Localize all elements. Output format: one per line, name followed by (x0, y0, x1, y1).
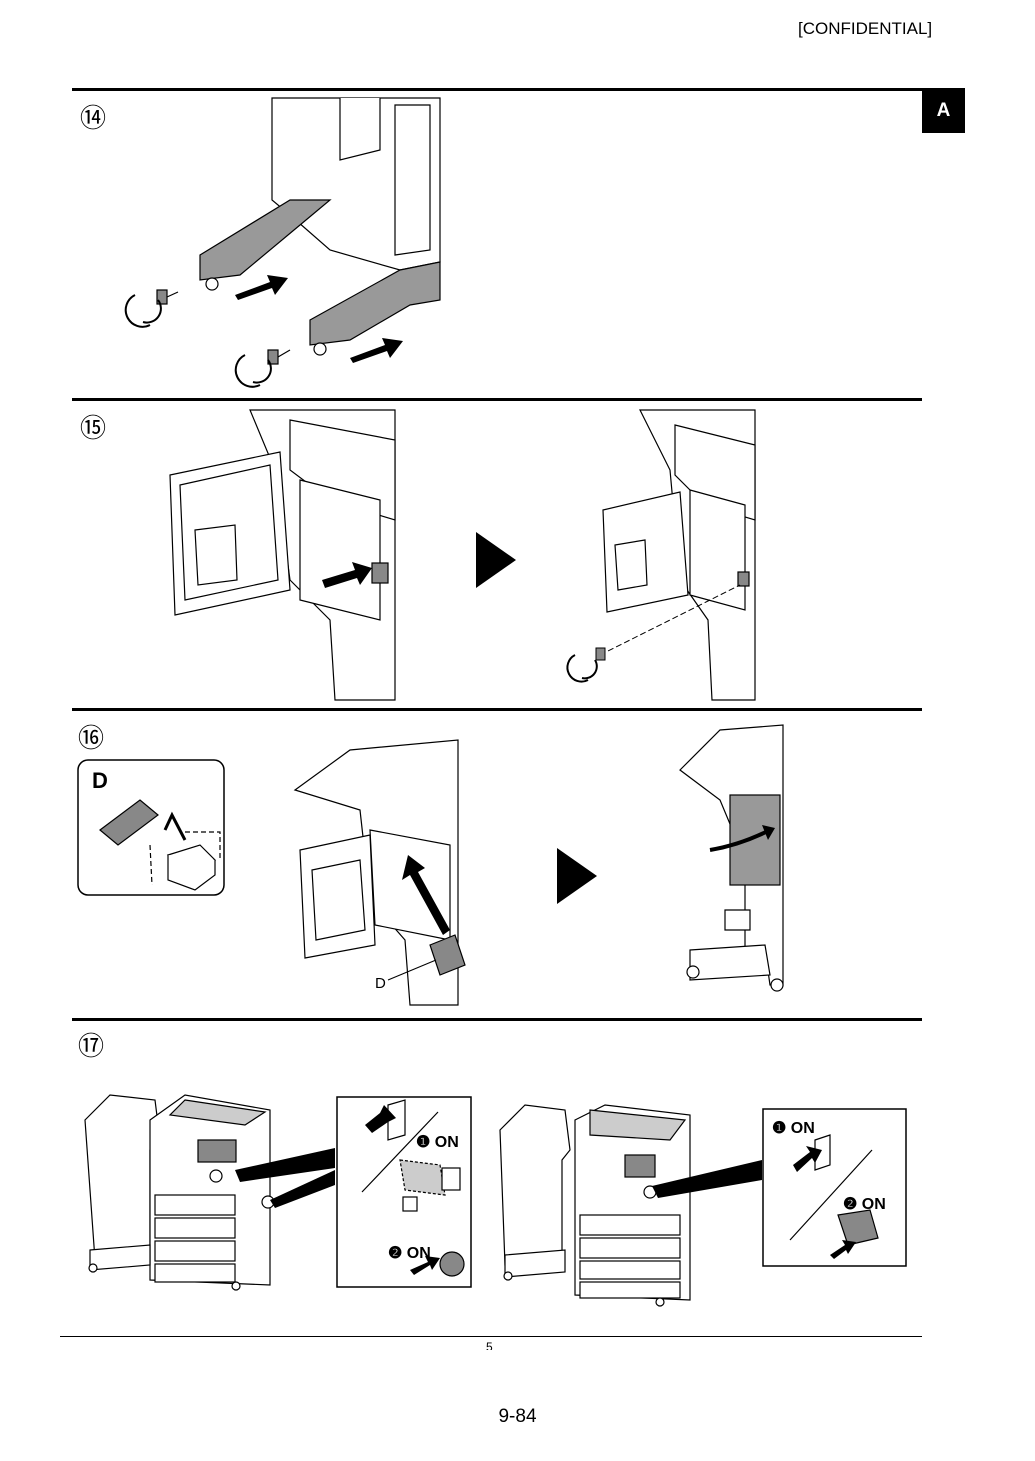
section-tab: A (922, 88, 965, 133)
section-divider (72, 398, 922, 401)
inset2-on-step2: ❷ ON (843, 1196, 886, 1213)
page-number: 9-84 (498, 1406, 537, 1427)
callout-letter: D (92, 768, 108, 793)
step-number-16: ⑯ (78, 723, 105, 753)
step-number-14: ⑭ (80, 103, 107, 133)
part-label: D (375, 975, 386, 992)
footer-rule (60, 1336, 922, 1337)
inset2-on-step1: ❶ ON (772, 1120, 815, 1137)
section-divider (72, 708, 922, 711)
section-divider (72, 88, 922, 91)
step-number-17: ⑰ (78, 1031, 105, 1061)
inset1-on-step2: ❷ ON (388, 1245, 431, 1262)
footer-small-mark: 5 (486, 1340, 493, 1350)
step-number-15: ⑮ (80, 413, 107, 443)
inset1-on-step1: ❶ ON (416, 1134, 459, 1151)
confidential-label: [CONFIDENTIAL] (798, 19, 933, 38)
section-divider (72, 1018, 922, 1021)
